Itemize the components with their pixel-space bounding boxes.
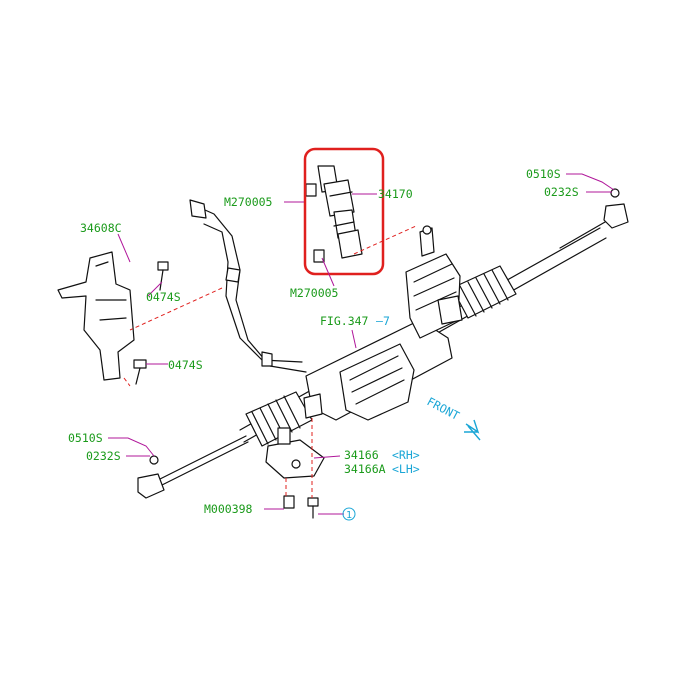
label-m000398: M000398 <box>204 502 253 516</box>
highlight-box <box>303 147 385 276</box>
steering-rack-assembly <box>137 188 629 499</box>
reference-dash-lines <box>123 225 417 498</box>
label-0232s-right: 0232S <box>544 185 579 199</box>
label-0474s-lower: 0474S <box>168 358 203 372</box>
label-m270005-bottom: M270005 <box>290 286 338 300</box>
hose-assembly <box>189 199 307 373</box>
clamp-34166 <box>265 427 325 479</box>
bolt-0474s-lower <box>133 359 147 385</box>
label-0232s-left: 0232S <box>86 449 121 463</box>
bolt-m000398 <box>283 495 319 519</box>
label-34608c: 34608C <box>80 221 122 235</box>
label-circle-ref: 1 <box>346 510 352 521</box>
leader-lines <box>108 173 615 515</box>
label-34166a-lh: <LH> <box>392 462 420 476</box>
front-arrow-icon <box>464 419 481 441</box>
label-m270005-top: M270005 <box>224 195 272 209</box>
label-front: FRONT <box>425 394 462 423</box>
bracket-34608c <box>57 251 135 381</box>
label-34166a: 34166A <box>344 462 386 476</box>
part-labels: 34170 M270005 M270005 34608C 0474S 0474S… <box>68 167 579 521</box>
label-0510s-right: 0510S <box>526 167 561 181</box>
bolt-0474s-upper <box>157 261 169 291</box>
label-fig-347: FIG.347 <box>320 314 369 328</box>
label-0474s-upper: 0474S <box>146 290 181 304</box>
label-34166: 34166 <box>344 448 379 462</box>
label-fig-ref: —7 <box>376 314 390 328</box>
front-direction-indicator: FRONT <box>425 394 481 441</box>
label-34166-rh: <RH> <box>392 448 420 462</box>
label-0510s-left: 0510S <box>68 431 103 445</box>
circle-ref-marker <box>342 507 356 521</box>
label-34170: 34170 <box>378 187 413 201</box>
intermediate-shaft-34170 <box>305 165 363 263</box>
